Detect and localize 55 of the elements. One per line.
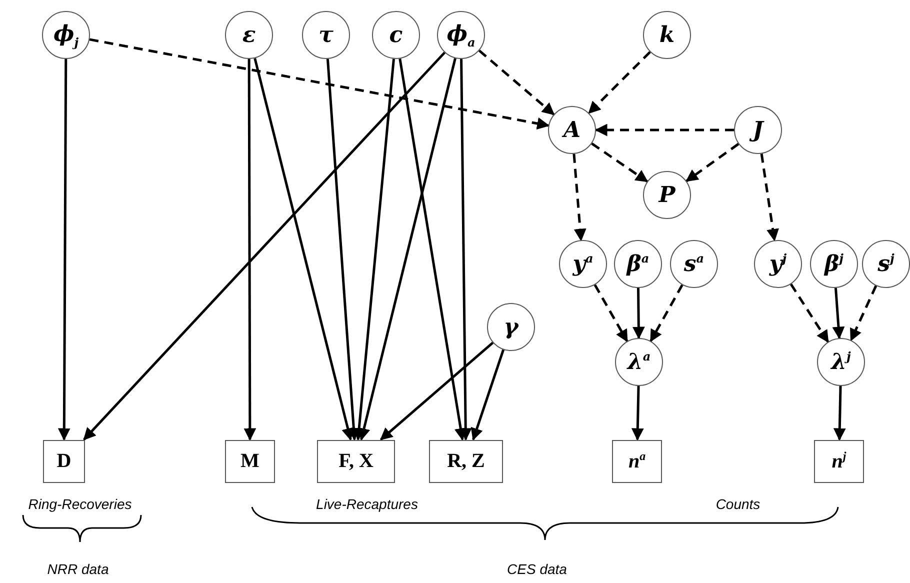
group-label: Live-Recaptures xyxy=(316,496,418,512)
arrow xyxy=(244,59,256,441)
arrow xyxy=(459,58,472,441)
arrow xyxy=(832,288,845,340)
arrow xyxy=(588,51,651,114)
arrow xyxy=(632,288,645,340)
arrow xyxy=(572,154,586,242)
variable-circle: ϕ$_{a}$ xyxy=(437,11,485,59)
variable-circle: c xyxy=(372,11,420,59)
data-box: n$^{j}$ xyxy=(814,440,864,482)
arrow xyxy=(631,386,644,441)
variable-circle: J xyxy=(734,106,782,154)
data-box: n$^{a}$ xyxy=(612,440,662,482)
arrow xyxy=(650,284,684,342)
group-label: Counts xyxy=(716,496,760,512)
arrow xyxy=(478,50,555,116)
arrow xyxy=(594,124,734,136)
arrow xyxy=(58,59,70,441)
variable-circle: y$^{a}$ xyxy=(559,240,607,288)
arrow xyxy=(591,142,648,182)
variable-circle: P xyxy=(643,171,691,219)
variable-circle: τ xyxy=(302,11,350,59)
arrow xyxy=(254,58,354,441)
variable-circle: λ$^{j}$ xyxy=(817,338,865,386)
variable-circle: s$^{a}$ xyxy=(670,240,718,288)
data-box: D xyxy=(43,440,85,482)
arrow xyxy=(352,58,395,441)
variable-circle: y$^{j}$ xyxy=(754,240,802,288)
arrow xyxy=(790,284,830,343)
arrow xyxy=(833,386,846,441)
group-label: NRR data xyxy=(47,561,109,577)
variable-circle: λ$^{a}$ xyxy=(615,338,663,386)
data-box: F, X xyxy=(317,440,395,482)
arrow xyxy=(686,142,740,182)
data-box: R, Z xyxy=(429,440,503,482)
variable-circle: A xyxy=(548,106,596,154)
variable-circle: β$^{j}$ xyxy=(810,240,858,288)
variable-circle: k xyxy=(643,11,691,59)
group-label: CES data xyxy=(507,561,567,577)
arrow xyxy=(470,349,505,441)
arrow xyxy=(83,52,446,440)
variable-circle: γ xyxy=(487,303,535,351)
arrow xyxy=(89,38,550,130)
variable-circle: ε xyxy=(225,11,273,59)
group-label: Ring-Recoveries xyxy=(28,496,132,512)
arrow xyxy=(358,58,456,441)
data-box: M xyxy=(225,440,275,482)
variable-circle: ϕ$_{j}$ xyxy=(42,11,90,59)
arrow xyxy=(594,284,628,342)
variable-circle: s$^{j}$ xyxy=(862,240,910,288)
variable-circle: β$^{a}$ xyxy=(614,240,662,288)
arrow xyxy=(398,58,467,441)
arrow xyxy=(760,154,779,242)
arrow xyxy=(380,342,494,440)
arrow xyxy=(850,285,878,342)
